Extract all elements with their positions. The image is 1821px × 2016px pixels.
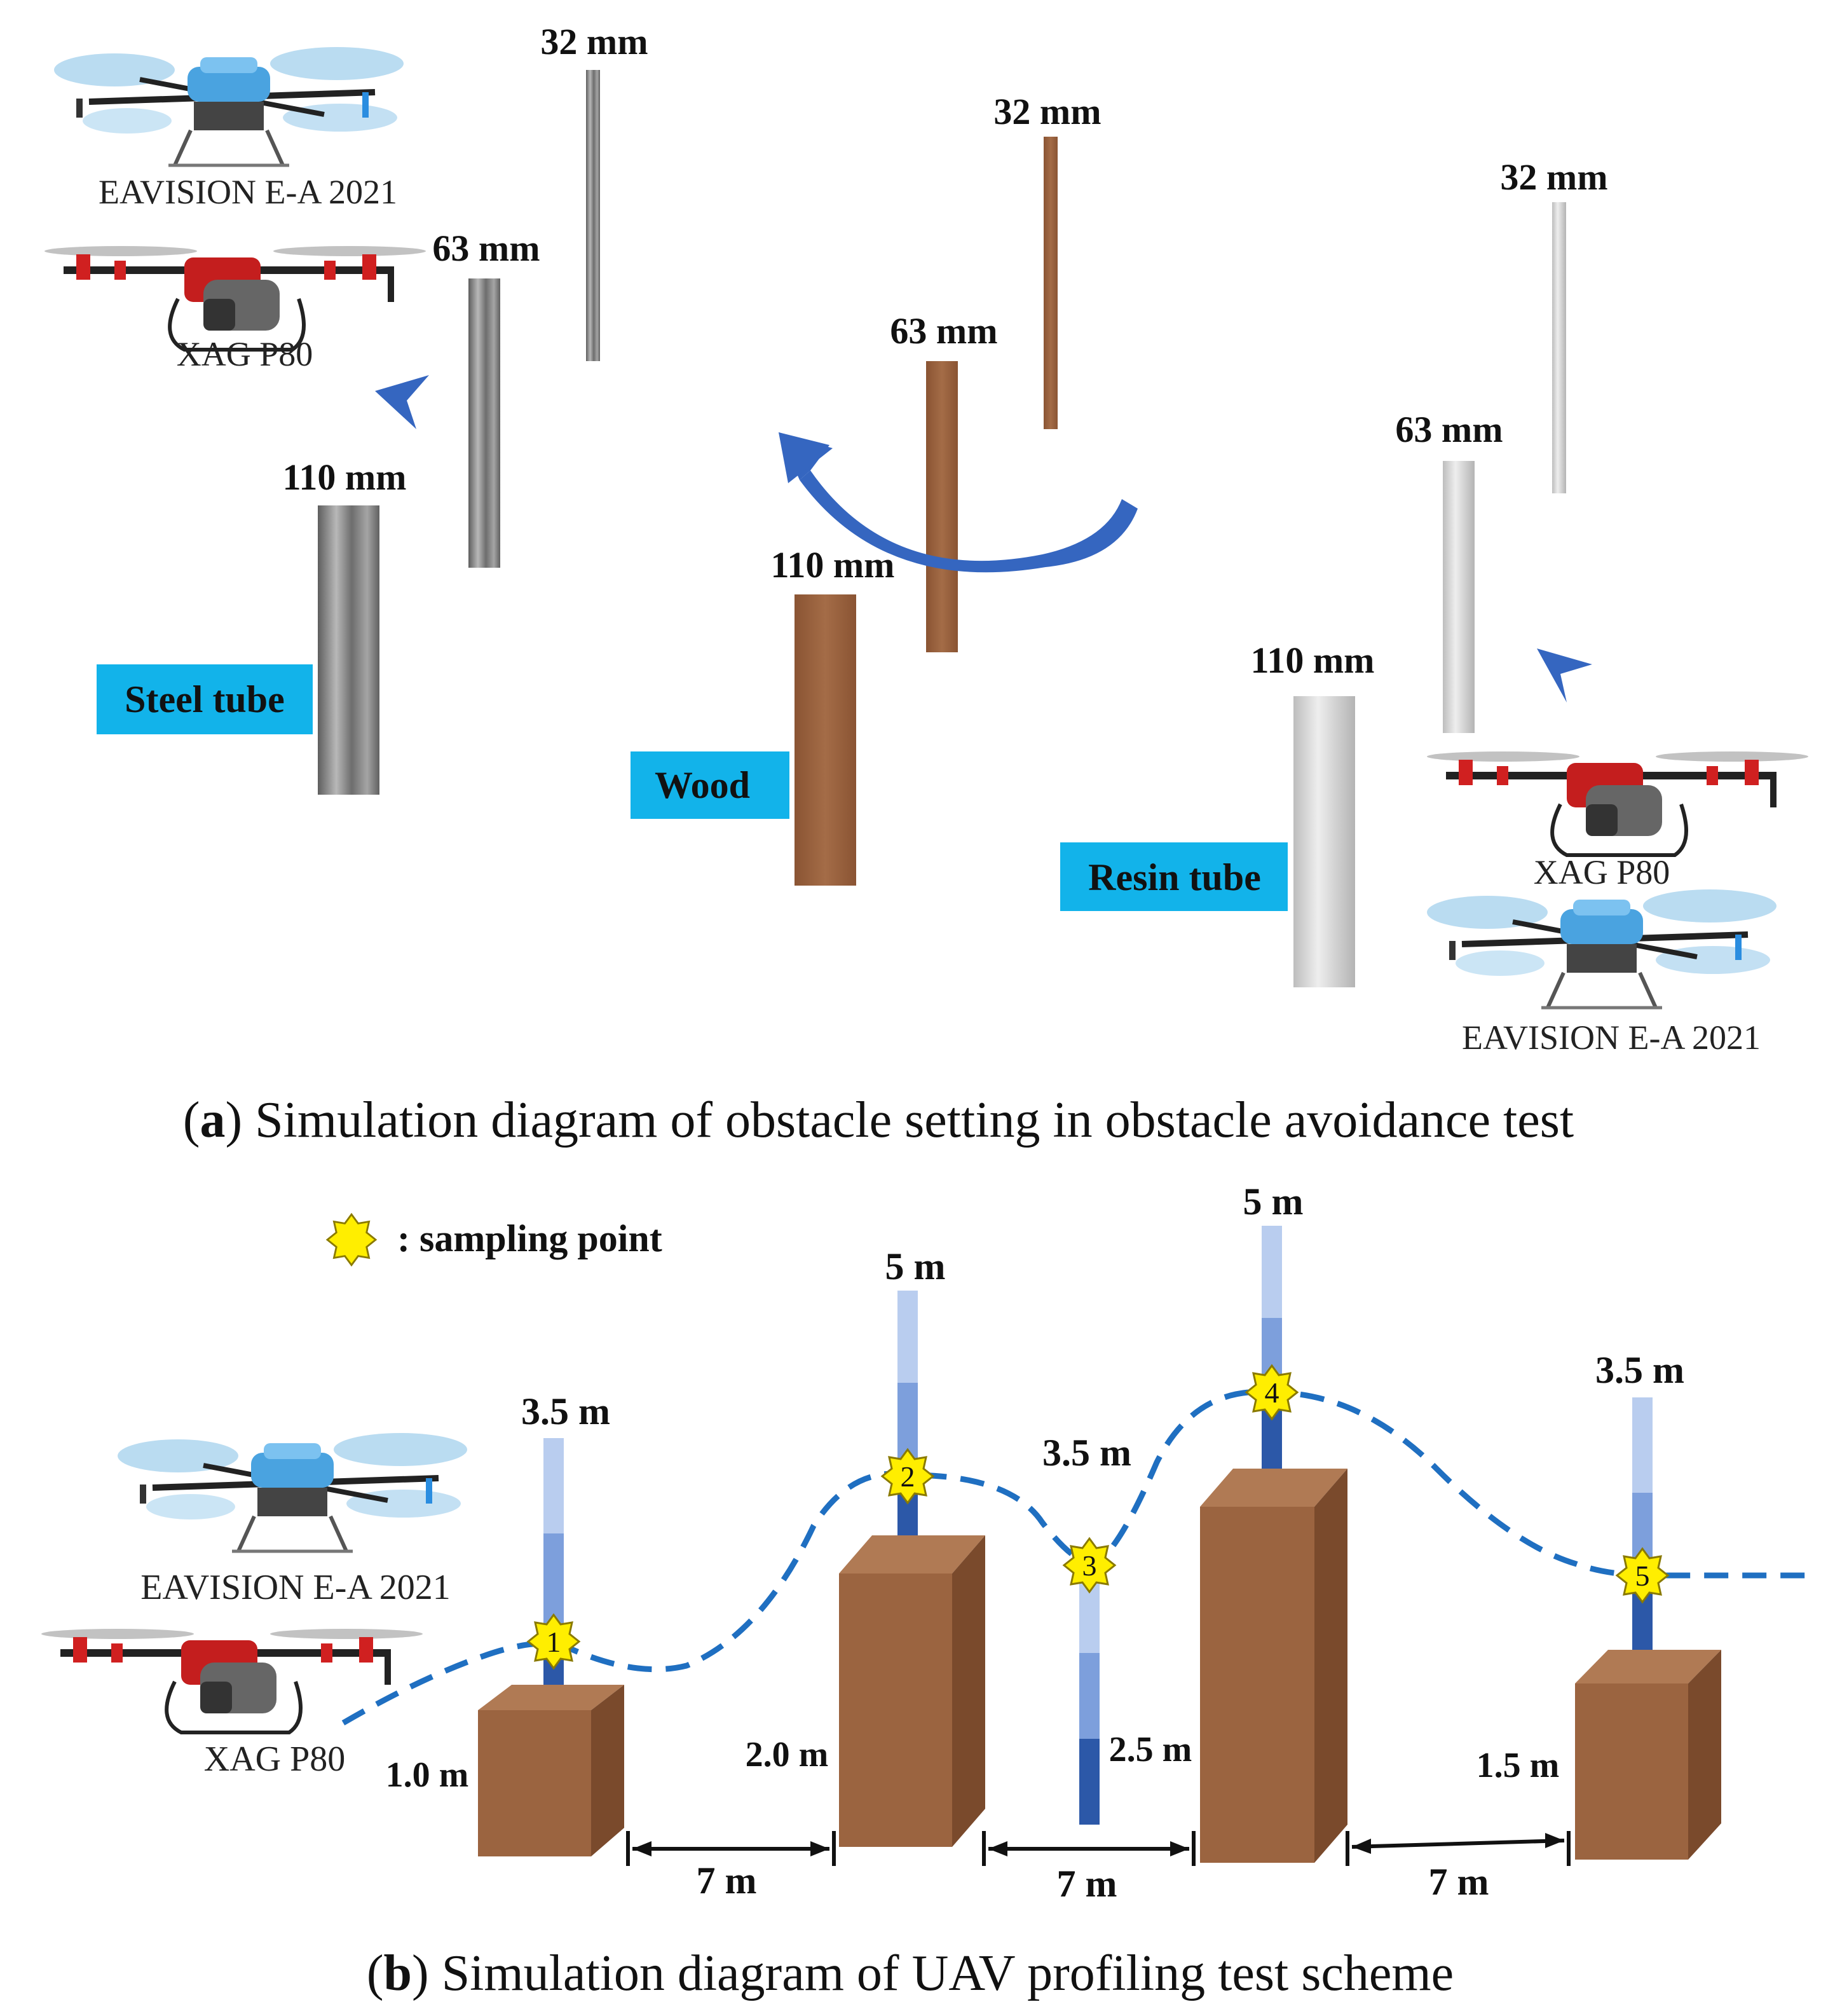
pole-2-height-label: 5 m	[885, 1245, 946, 1287]
sampling-point-1: 1	[527, 1614, 580, 1670]
wood-material-badge	[631, 751, 789, 819]
pole-3-mid	[1079, 1653, 1100, 1739]
pole-2-light	[897, 1291, 918, 1383]
pole-4-light	[1262, 1226, 1282, 1318]
pole-1-light	[543, 1438, 564, 1533]
steel-tube-110mm	[318, 505, 379, 795]
resin-label-63mm: 63 mm	[1395, 409, 1503, 450]
steel-label-110mm: 110 mm	[283, 456, 407, 498]
drone-eavision-b	[118, 1433, 467, 1551]
sampling-point-4: 4	[1245, 1364, 1299, 1420]
wood-post-110mm	[795, 594, 856, 886]
sampling-point-5: 5	[1616, 1547, 1669, 1603]
box-1-height-label: 1.0 m	[386, 1755, 469, 1795]
box-2-height-label: 2.0 m	[746, 1735, 829, 1774]
spacing-3-label: 7 m	[1429, 1861, 1489, 1903]
box-5-height-label: 1.5 m	[1477, 1746, 1560, 1785]
resin-material-label: Resin tube	[1088, 856, 1261, 898]
direction-arrow-right	[1537, 648, 1592, 703]
sampling-point-4-label: 4	[1265, 1376, 1279, 1409]
drone-label-eavision-right: EAVISION E-A 2021	[1462, 1018, 1761, 1057]
caption-a: (a) Simulation diagram of obstacle setti…	[183, 1092, 1574, 1148]
pole-5-light	[1632, 1397, 1653, 1493]
direction-arrow-left	[375, 375, 429, 429]
steel-label-63mm: 63 mm	[432, 228, 540, 269]
resin-tube-32mm	[1552, 202, 1566, 493]
panel-b: : sampling point EAVISION E-A 2021 XAG P…	[41, 1181, 1808, 2001]
drone-label-eavision-b: EAVISION E-A 2021	[140, 1568, 450, 1607]
wood-label-110mm: 110 mm	[771, 544, 895, 586]
pole-4-height-label: 5 m	[1243, 1181, 1304, 1223]
box-2	[839, 1535, 985, 1847]
drone-xag-right	[1427, 751, 1808, 855]
curved-arrow-tip	[779, 432, 833, 483]
steel-material-label: Steel tube	[125, 678, 285, 720]
legend-label: : sampling point	[397, 1217, 662, 1259]
panel-a: EAVISION E-A 2021 XAG P80 32 mm 63 mm 11…	[44, 21, 1808, 1148]
spacing-2-label: 7 m	[1057, 1863, 1117, 1905]
resin-tube-63mm	[1443, 461, 1475, 733]
sampling-point-2-label: 2	[901, 1460, 915, 1493]
pole-3-dark	[1079, 1739, 1100, 1825]
drone-label-eavision-left: EAVISION E-A 2021	[99, 173, 397, 211]
resin-label-110mm: 110 mm	[1251, 640, 1375, 681]
wood-label-32mm: 32 mm	[993, 91, 1101, 132]
caption-b-letter: b	[384, 1945, 413, 2001]
wood-label-63mm: 63 mm	[890, 310, 997, 352]
drone-label-xag-left: XAG P80	[177, 335, 313, 373]
drone-eavision-right	[1427, 889, 1777, 1008]
drone-label-xag-right: XAG P80	[1534, 853, 1670, 891]
pole-3-height-label: 3.5 m	[1042, 1432, 1131, 1474]
flight-path	[341, 1389, 1808, 1725]
pole-3-base-label: 2.5 m	[1109, 1730, 1192, 1769]
drone-xag-left	[44, 246, 426, 350]
steel-label-32mm: 32 mm	[540, 21, 648, 62]
pole-5-height-label: 3.5 m	[1595, 1349, 1684, 1391]
sampling-point-1-label: 1	[547, 1626, 561, 1658]
steel-tube-32mm	[586, 70, 600, 361]
curved-direction-arrow	[800, 470, 1138, 573]
sampling-point-3-label: 3	[1082, 1549, 1097, 1582]
legend-sampling-point-icon	[326, 1213, 377, 1266]
resin-label-32mm: 32 mm	[1500, 156, 1607, 198]
steel-tube-63mm	[468, 278, 500, 568]
wood-material-label: Wood	[655, 764, 750, 806]
box-4	[1200, 1469, 1347, 1863]
sampling-point-3: 3	[1063, 1537, 1116, 1593]
sampling-point-2: 2	[881, 1448, 934, 1504]
caption-a-text: Simulation diagram of obstacle setting i…	[255, 1092, 1574, 1148]
steel-material-badge	[97, 664, 313, 734]
box-5	[1575, 1650, 1721, 1860]
wood-post-32mm	[1044, 137, 1058, 429]
sampling-point-5-label: 5	[1635, 1560, 1650, 1592]
pole-1-height-label: 3.5 m	[521, 1390, 610, 1432]
spacing-1-label: 7 m	[697, 1860, 757, 1902]
spacing-2	[982, 1831, 1196, 1866]
caption-a-letter: a	[200, 1092, 226, 1148]
wood-post-63mm	[926, 361, 958, 652]
resin-tube-110mm	[1293, 696, 1355, 987]
drone-xag-b	[41, 1629, 423, 1732]
resin-material-badge	[1060, 842, 1288, 911]
spacing-1	[626, 1831, 836, 1866]
caption-b-text: Simulation diagram of UAV profiling test…	[442, 1945, 1454, 2001]
caption-b: (b) Simulation diagram of UAV profiling …	[367, 1945, 1454, 2001]
drone-eavision-left	[54, 47, 404, 165]
box-1	[478, 1685, 624, 1856]
drone-label-xag-b: XAG P80	[204, 1739, 345, 1779]
spacing-3	[1346, 1831, 1571, 1866]
